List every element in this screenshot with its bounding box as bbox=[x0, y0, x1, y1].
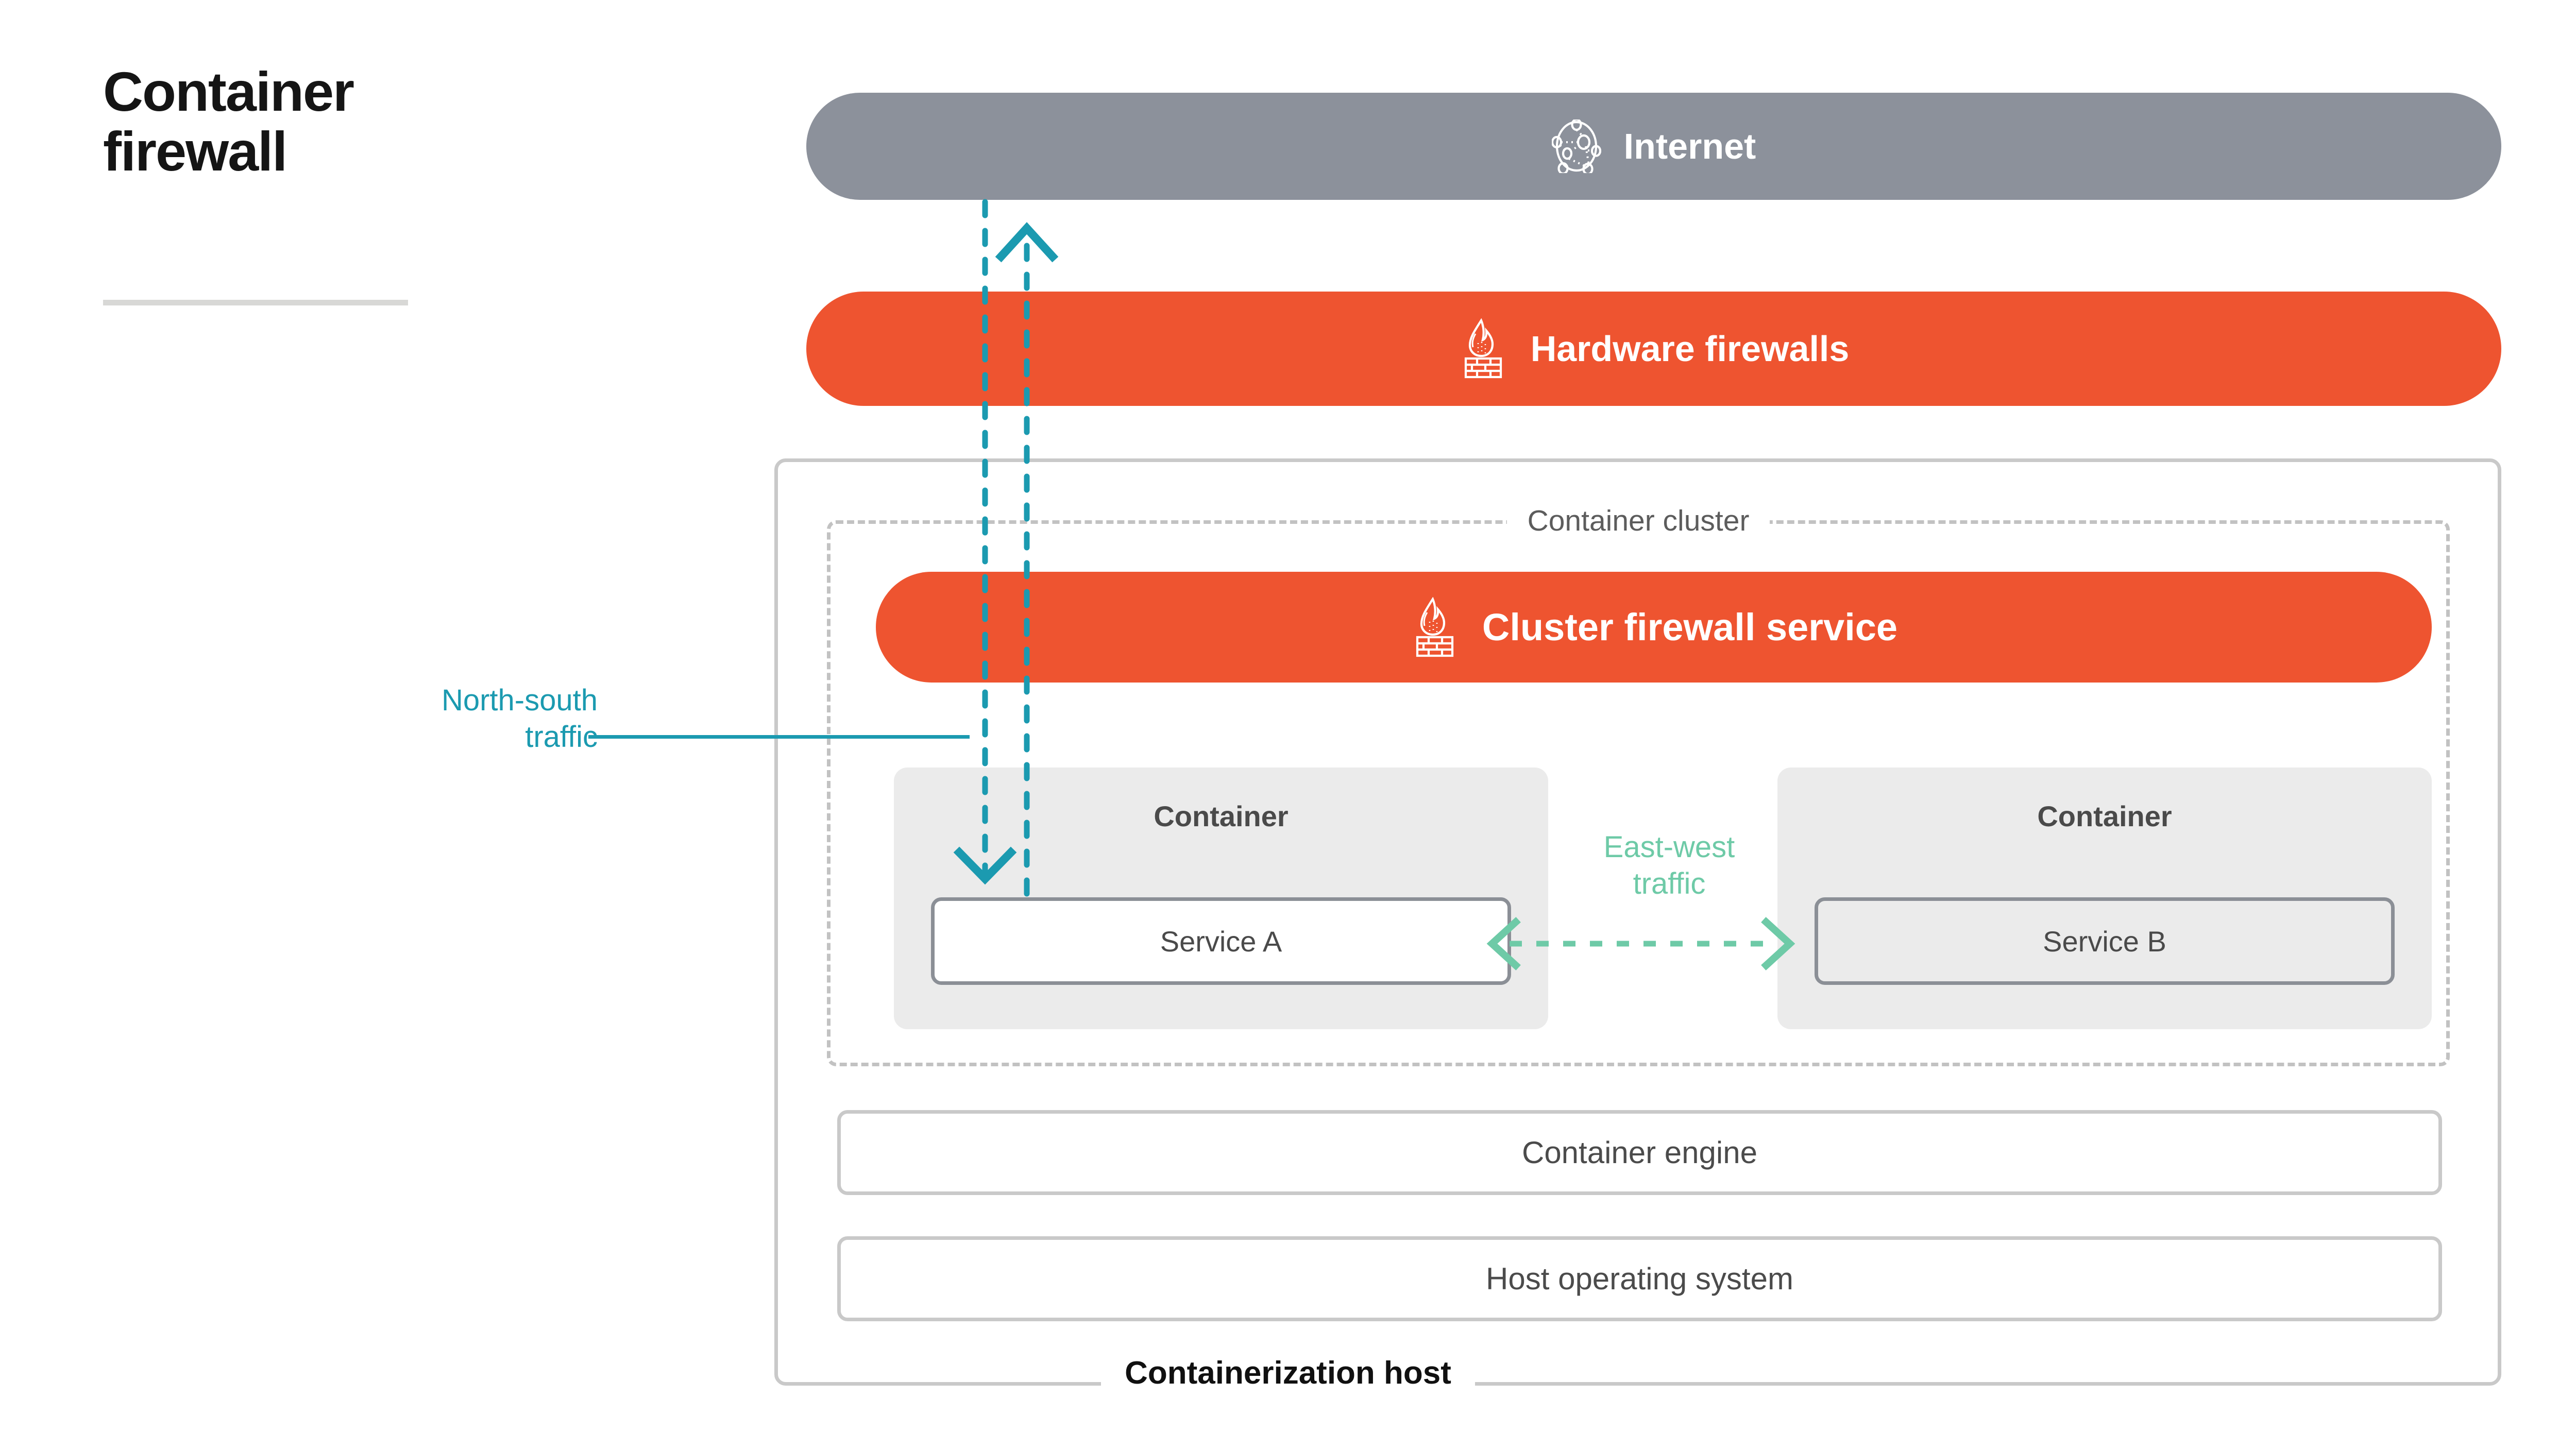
container-engine-box: Container engine bbox=[837, 1110, 2442, 1195]
container-title-a: Container bbox=[1154, 800, 1289, 832]
internet-bar: Internet bbox=[806, 93, 2501, 200]
container-card-a: Container Service A bbox=[894, 768, 1548, 1029]
north-south-traffic-line-1: North-south bbox=[441, 684, 598, 717]
cluster-firewall-service-bar: Cluster firewall service bbox=[876, 572, 2432, 683]
container-card-b: Container Service B bbox=[1777, 768, 2432, 1029]
north-south-traffic-line-2: traffic bbox=[525, 720, 598, 754]
east-west-traffic-line-2: traffic bbox=[1633, 866, 1706, 900]
hardware-firewalls-label: Hardware firewalls bbox=[1530, 329, 1850, 369]
page-title-line-2: firewall bbox=[103, 120, 287, 182]
service-box-a: Service A bbox=[931, 897, 1511, 985]
cluster-firewall-service-label: Cluster firewall service bbox=[1482, 606, 1898, 649]
host-operating-system-box: Host operating system bbox=[837, 1236, 2442, 1321]
title-underline-rule bbox=[103, 300, 408, 305]
north-south-traffic-label: North-south traffic bbox=[330, 683, 598, 756]
page-title: Container firewall bbox=[103, 62, 670, 181]
east-west-traffic-line-1: East-west bbox=[1603, 830, 1735, 864]
firewall-flame-brick-icon bbox=[1410, 596, 1460, 658]
network-globe-icon bbox=[1551, 118, 1601, 176]
hardware-firewalls-bar: Hardware firewalls bbox=[806, 292, 2501, 406]
internet-label: Internet bbox=[1623, 126, 1756, 166]
service-box-b: Service B bbox=[1815, 897, 2395, 985]
page-title-line-1: Container bbox=[103, 60, 354, 123]
east-west-traffic-label: East-west traffic bbox=[1556, 829, 1783, 902]
north-south-leader-line bbox=[588, 735, 970, 739]
containerization-host-box bbox=[774, 458, 2501, 1386]
container-title-b: Container bbox=[2037, 800, 2172, 832]
firewall-flame-brick-icon bbox=[1459, 318, 1508, 379]
